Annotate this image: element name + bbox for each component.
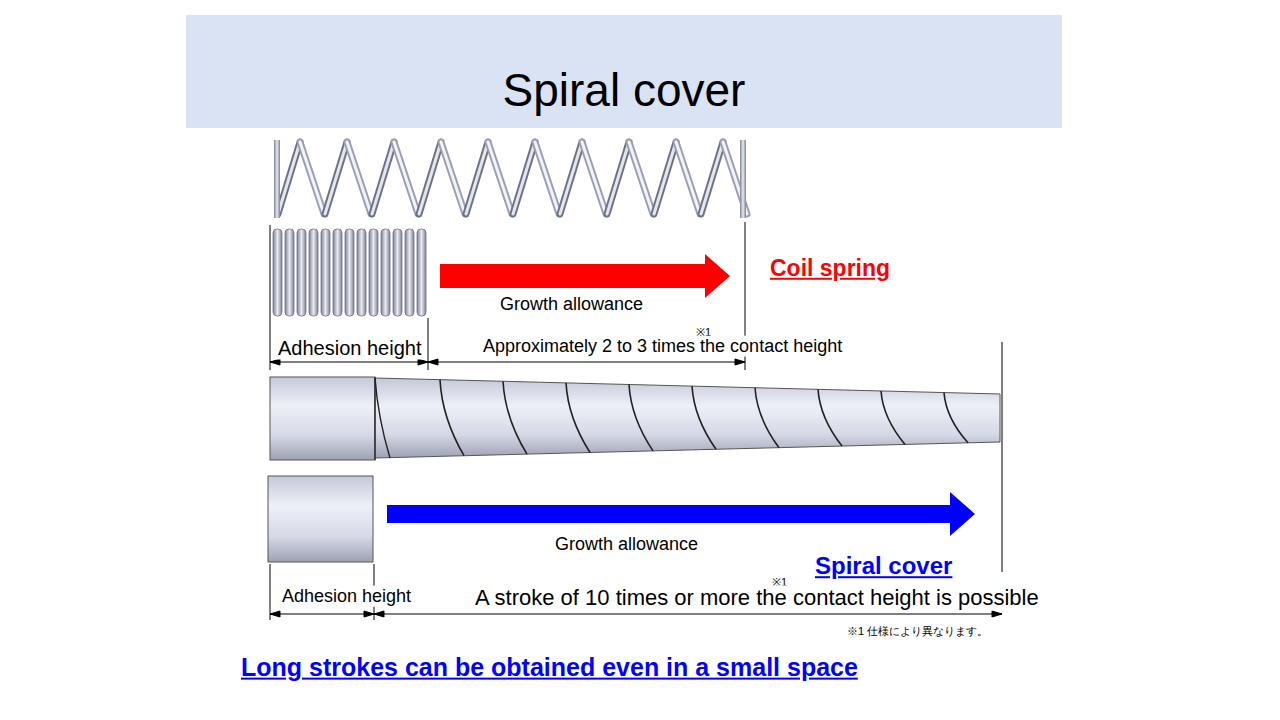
coil-wire (394, 142, 418, 214)
coil-wire (278, 142, 300, 214)
coil-turn (345, 229, 354, 316)
coil-turn (273, 229, 282, 316)
coil-wire (654, 142, 676, 214)
coil-wire-shine (466, 142, 488, 214)
coil-wire-shine (278, 142, 300, 214)
spiral-seam (375, 378, 390, 458)
spiral-seam (755, 388, 779, 448)
spiral-seam (881, 391, 905, 444)
spiral-seam (692, 386, 716, 449)
coil-wire-shine (419, 142, 441, 214)
coil-wire-shine (325, 142, 347, 214)
coil-wire (325, 142, 347, 214)
dimension-label: Adhesion height (276, 337, 423, 360)
coil-wire-shine (488, 142, 512, 214)
dimension-label: A stroke of 10 times or more the contact… (473, 585, 1041, 610)
growth-allowance-label: Growth allowance (553, 534, 700, 555)
coil-end (274, 140, 280, 218)
coil-wire (607, 142, 629, 214)
footnote: ※1 仕様により異なります。 (845, 625, 990, 638)
compressed-spiral-cover (268, 476, 373, 562)
page-title: Spiral cover (186, 65, 1062, 116)
spiral-seam (503, 381, 527, 454)
coil-wire-shine (513, 142, 535, 214)
dimension-label: Approximately 2 to 3 times the contact h… (481, 336, 844, 357)
coil-wire (419, 142, 441, 214)
coil-wire (535, 142, 559, 214)
coil-wire (488, 142, 512, 214)
spiral-seam (440, 380, 464, 456)
coil-turn (381, 229, 390, 316)
coil-turn (297, 229, 306, 316)
coil-wire (347, 142, 371, 214)
blue-arrow (387, 492, 975, 536)
extended-spiral-cover (270, 377, 1000, 460)
coil-turn (417, 229, 426, 316)
coil-wire-shine (607, 142, 629, 214)
coil-wire (582, 142, 606, 214)
coil-turn (405, 229, 414, 316)
coil-wire-shine (560, 142, 582, 214)
coil-wire (701, 142, 723, 214)
coil-wire-shine (535, 142, 559, 214)
coil-wire (372, 142, 394, 214)
coil-wire-shine (300, 142, 324, 214)
coil-wire-shine (629, 142, 653, 214)
spiral-seam (818, 389, 842, 446)
coil-turn (285, 229, 294, 316)
coil-wire (300, 142, 324, 214)
coil-wire-shine (654, 142, 676, 214)
coil-wire-shine (582, 142, 606, 214)
coil-wire (466, 142, 488, 214)
summary-text: Long strokes can be obtained even in a s… (239, 653, 860, 682)
spiral-seam (629, 385, 653, 451)
growth-allowance-label: Growth allowance (498, 294, 645, 315)
coil-end (740, 140, 746, 218)
coil-turn (369, 229, 378, 316)
coil-wire (629, 142, 653, 214)
spiral-seam (944, 393, 968, 443)
coil-wire-shine (676, 142, 700, 214)
coil-wire-shine (372, 142, 394, 214)
coil-wire (441, 142, 465, 214)
coil-wire-shine (347, 142, 371, 214)
red-arrow (440, 254, 730, 298)
coil-wire-shine (441, 142, 465, 214)
coil-wire-shine (701, 142, 723, 214)
coil-wire (676, 142, 700, 214)
coil-turn (333, 229, 342, 316)
coil-turn (357, 229, 366, 316)
spiral-dimension (270, 342, 1002, 620)
coil-turn (321, 229, 330, 316)
extended-coil-spring (274, 140, 747, 218)
compressed-coil-spring (273, 229, 426, 316)
coil-turn (393, 229, 402, 316)
coil-wire (513, 142, 535, 214)
spiral-seam (566, 383, 590, 453)
coil-spring-title: Coil spring (768, 255, 892, 281)
spiral-cover-title: Spiral cover (813, 552, 954, 580)
coil-turn (309, 229, 318, 316)
coil-wire (560, 142, 582, 214)
coil-wire-shine (394, 142, 418, 214)
dimension-label: Adhesion height (280, 586, 413, 607)
